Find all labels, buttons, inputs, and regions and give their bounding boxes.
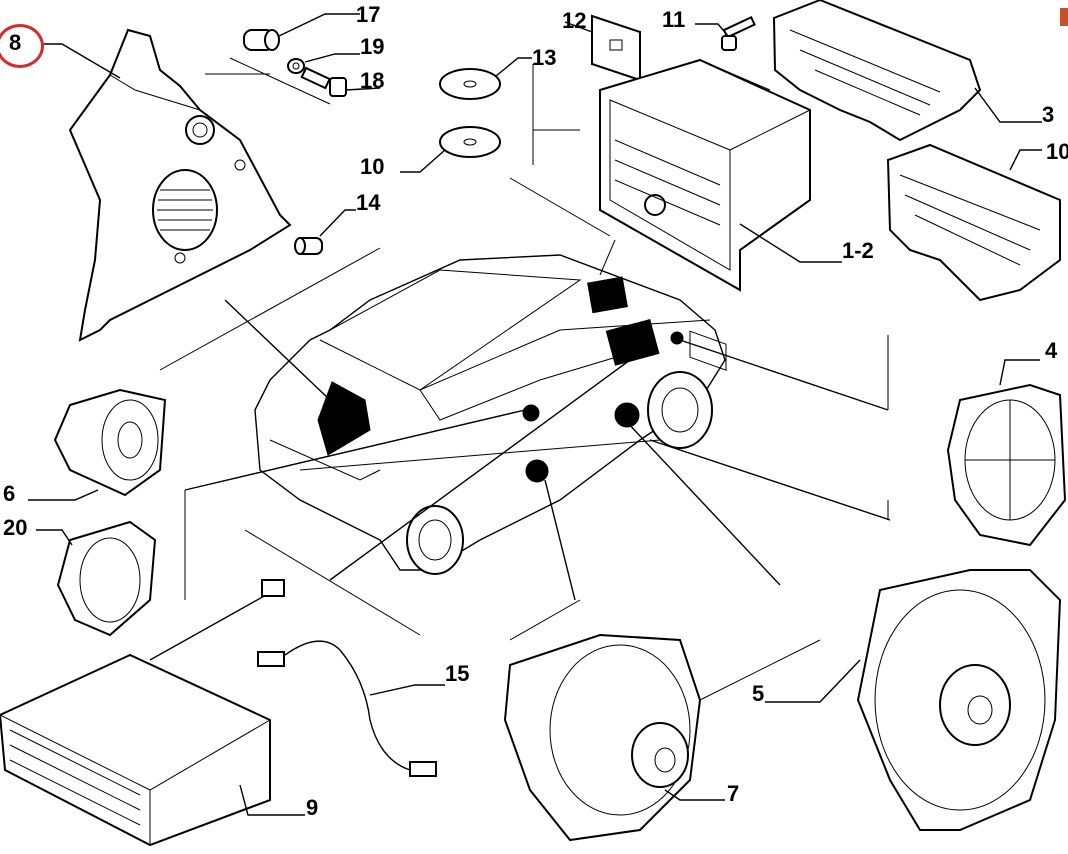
rear-door-speaker-location-marker: [525, 459, 549, 483]
rear-tweeter-location-marker: [522, 404, 540, 422]
callout-20[interactable]: 20: [3, 515, 28, 540]
callout-4[interactable]: 4: [1045, 338, 1058, 363]
radio-location-marker: [587, 276, 628, 314]
subwoofer-enclosure-part[interactable]: [42, 28, 292, 342]
radio-head-unit-part[interactable]: [599, 58, 842, 371]
callout-11[interactable]: 11: [662, 7, 686, 32]
callout-19[interactable]: 19: [360, 34, 385, 59]
tweeter-location-marker: [670, 331, 684, 345]
callout-10-bracket[interactable]: 10: [1046, 139, 1068, 164]
callout-18[interactable]: 18: [360, 68, 385, 93]
callout-15[interactable]: 15: [445, 661, 470, 686]
subwoofer-location-marker: [317, 381, 371, 456]
cd-changer-part[interactable]: [0, 579, 305, 847]
callout-17[interactable]: 17: [356, 2, 381, 27]
bolt-part[interactable]: [300, 66, 381, 97]
callout-1-2[interactable]: 1-2: [842, 238, 874, 263]
callout-3[interactable]: 3: [1042, 102, 1055, 127]
rear-door-speaker-part[interactable]: [765, 569, 1062, 831]
callout-9[interactable]: 9: [306, 795, 319, 820]
callout-10-disc[interactable]: 10: [360, 154, 385, 179]
amplifier-location-marker: [605, 319, 660, 366]
corner-marker: [1060, 8, 1068, 26]
plug-part[interactable]: [294, 209, 356, 255]
highlight-ring: [0, 24, 44, 68]
tweeter-speaker-part[interactable]: [946, 359, 1067, 547]
mounting-bracket-10-part[interactable]: [886, 143, 1061, 302]
screw-part[interactable]: [695, 15, 756, 51]
speaker-20-part[interactable]: [36, 520, 157, 637]
dashboard-speaker-part[interactable]: [28, 388, 167, 501]
mounting-bracket-3-part[interactable]: [772, 0, 1042, 142]
callout-14[interactable]: 14: [356, 190, 381, 215]
callout-13[interactable]: 13: [532, 45, 557, 70]
cd-disc-10-part[interactable]: [400, 126, 501, 173]
washer-part[interactable]: [287, 53, 360, 74]
car-outline: [254, 254, 726, 575]
front-door-speaker-part[interactable]: [503, 633, 725, 842]
cable-part[interactable]: [257, 640, 445, 777]
callout-5[interactable]: 5: [752, 681, 765, 706]
callout-6[interactable]: 6: [3, 481, 16, 506]
callout-8[interactable]: 8: [9, 30, 22, 55]
front-door-speaker-location-marker: [614, 402, 640, 428]
callout-12[interactable]: 12: [562, 8, 587, 33]
cd-disc-13-part[interactable]: [439, 57, 532, 100]
callout-7[interactable]: 7: [727, 781, 740, 806]
bushing-part[interactable]: [243, 13, 360, 51]
